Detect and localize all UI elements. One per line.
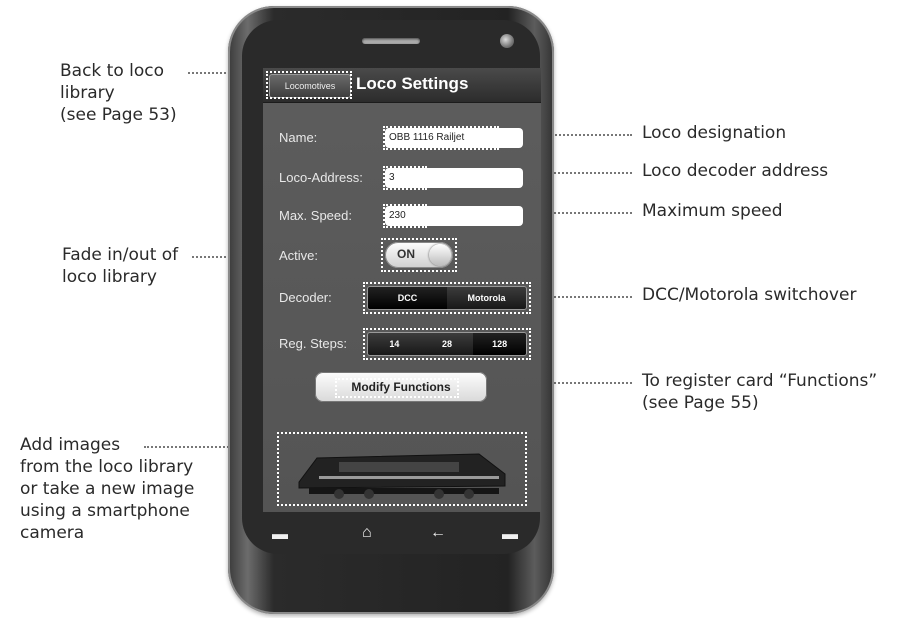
locomotives-back-button[interactable]: Locomotives [269, 74, 351, 98]
annotation-dcc-switch: DCC/Motorola switchover [642, 285, 857, 305]
loco-address-label: Loco-Address: [279, 170, 363, 185]
loco-image-area[interactable] [277, 432, 527, 506]
back-button-highlight [266, 71, 352, 99]
annotation-register-card: To register card “Functions” (see Page 5… [642, 371, 878, 413]
decoder-label: Decoder: [279, 290, 332, 305]
loco-address-field[interactable]: 3 [385, 168, 523, 188]
phone-screen: Locomotives Loco Settings Name: OBB 1116… [263, 68, 541, 512]
decoder-segmented-control: DCC Motorola [367, 286, 527, 310]
active-toggle-state: ON [397, 247, 415, 261]
leader-designation [500, 134, 632, 136]
reg-steps-segmented-control: 14 28 128 [367, 332, 527, 356]
hardware-nav-bar: ▬ ⌂ ← ▬ [250, 518, 540, 558]
leader-back [188, 72, 234, 74]
name-field[interactable]: OBB 1116 Railjet [385, 128, 523, 148]
max-speed-field[interactable]: 230 [385, 206, 523, 226]
steps-option-14[interactable]: 14 [368, 333, 421, 355]
title-bar: Locomotives Loco Settings [263, 68, 541, 103]
toggle-knob [429, 244, 451, 266]
annotation-back-to-library: Back to loco library (see Page 53) [60, 61, 177, 125]
decoder-highlight [363, 282, 531, 314]
decoder-option-motorola[interactable]: Motorola [447, 287, 526, 309]
annotation-add-images: Add images from the loco library or take… [20, 435, 195, 543]
end-call-icon[interactable]: ▬ [502, 526, 518, 543]
steps-option-128[interactable]: 128 [473, 333, 526, 355]
call-icon[interactable]: ▬ [272, 526, 288, 543]
steps-highlight [363, 328, 531, 360]
speed-field-highlight [383, 204, 427, 228]
leader-dcc [530, 296, 632, 298]
locomotive-image [298, 453, 506, 499]
back-arrow-icon[interactable]: ← [430, 524, 446, 541]
annotation-fade: Fade in/out of loco library [62, 245, 179, 287]
name-field-highlight [383, 126, 499, 150]
name-label: Name: [279, 130, 318, 145]
page-title: Loco Settings [356, 74, 469, 93]
home-icon[interactable]: ⌂ [362, 524, 372, 541]
leader-add-images [144, 446, 276, 448]
leader-register [494, 382, 632, 384]
reg-steps-label: Reg. Steps: [279, 336, 347, 351]
active-label: Active: [279, 248, 319, 263]
max-speed-label: Max. Speed: [279, 208, 352, 223]
speaker-grille [362, 38, 420, 44]
decoder-option-dcc[interactable]: DCC [368, 287, 447, 309]
modify-button-highlight [335, 378, 459, 398]
annotation-decoder-address: Loco decoder address [642, 161, 829, 181]
front-camera-icon [500, 34, 514, 48]
toggle-highlight [381, 238, 457, 272]
annotation-max-speed: Maximum speed [642, 201, 783, 221]
active-toggle[interactable]: ON [385, 242, 453, 268]
address-field-highlight [383, 166, 427, 190]
annotation-designation: Loco designation [642, 123, 787, 143]
steps-option-28[interactable]: 28 [420, 333, 474, 355]
